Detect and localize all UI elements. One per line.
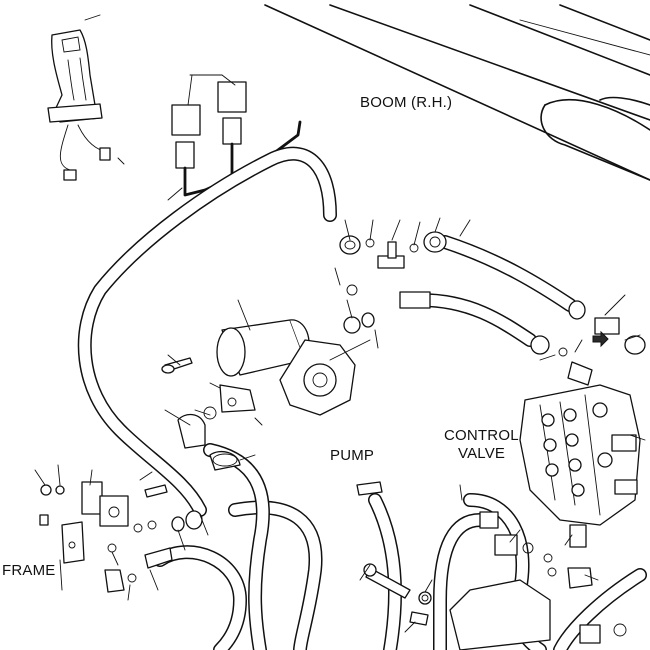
- fittings-lower-right: [449, 511, 627, 650]
- pump-motor: [161, 319, 356, 420]
- relays-and-harness: [167, 74, 302, 201]
- boom-label: BOOM (R.H.): [360, 94, 453, 111]
- leader-lines: [34, 217, 646, 633]
- control-valve-label-line2: VALVE: [458, 445, 506, 462]
- boom-outline: [264, 4, 650, 181]
- joystick-handle: [47, 14, 125, 181]
- control-valve: [519, 361, 641, 589]
- hoses: [77, 146, 647, 650]
- frame-label: FRAME: [2, 562, 56, 579]
- pump-label: PUMP: [330, 447, 375, 464]
- control-valve-label-line1: CONTROL: [444, 427, 519, 444]
- fittings-upper: [339, 231, 646, 357]
- pump-fittings: [177, 413, 432, 626]
- frame-fittings: [39, 481, 203, 593]
